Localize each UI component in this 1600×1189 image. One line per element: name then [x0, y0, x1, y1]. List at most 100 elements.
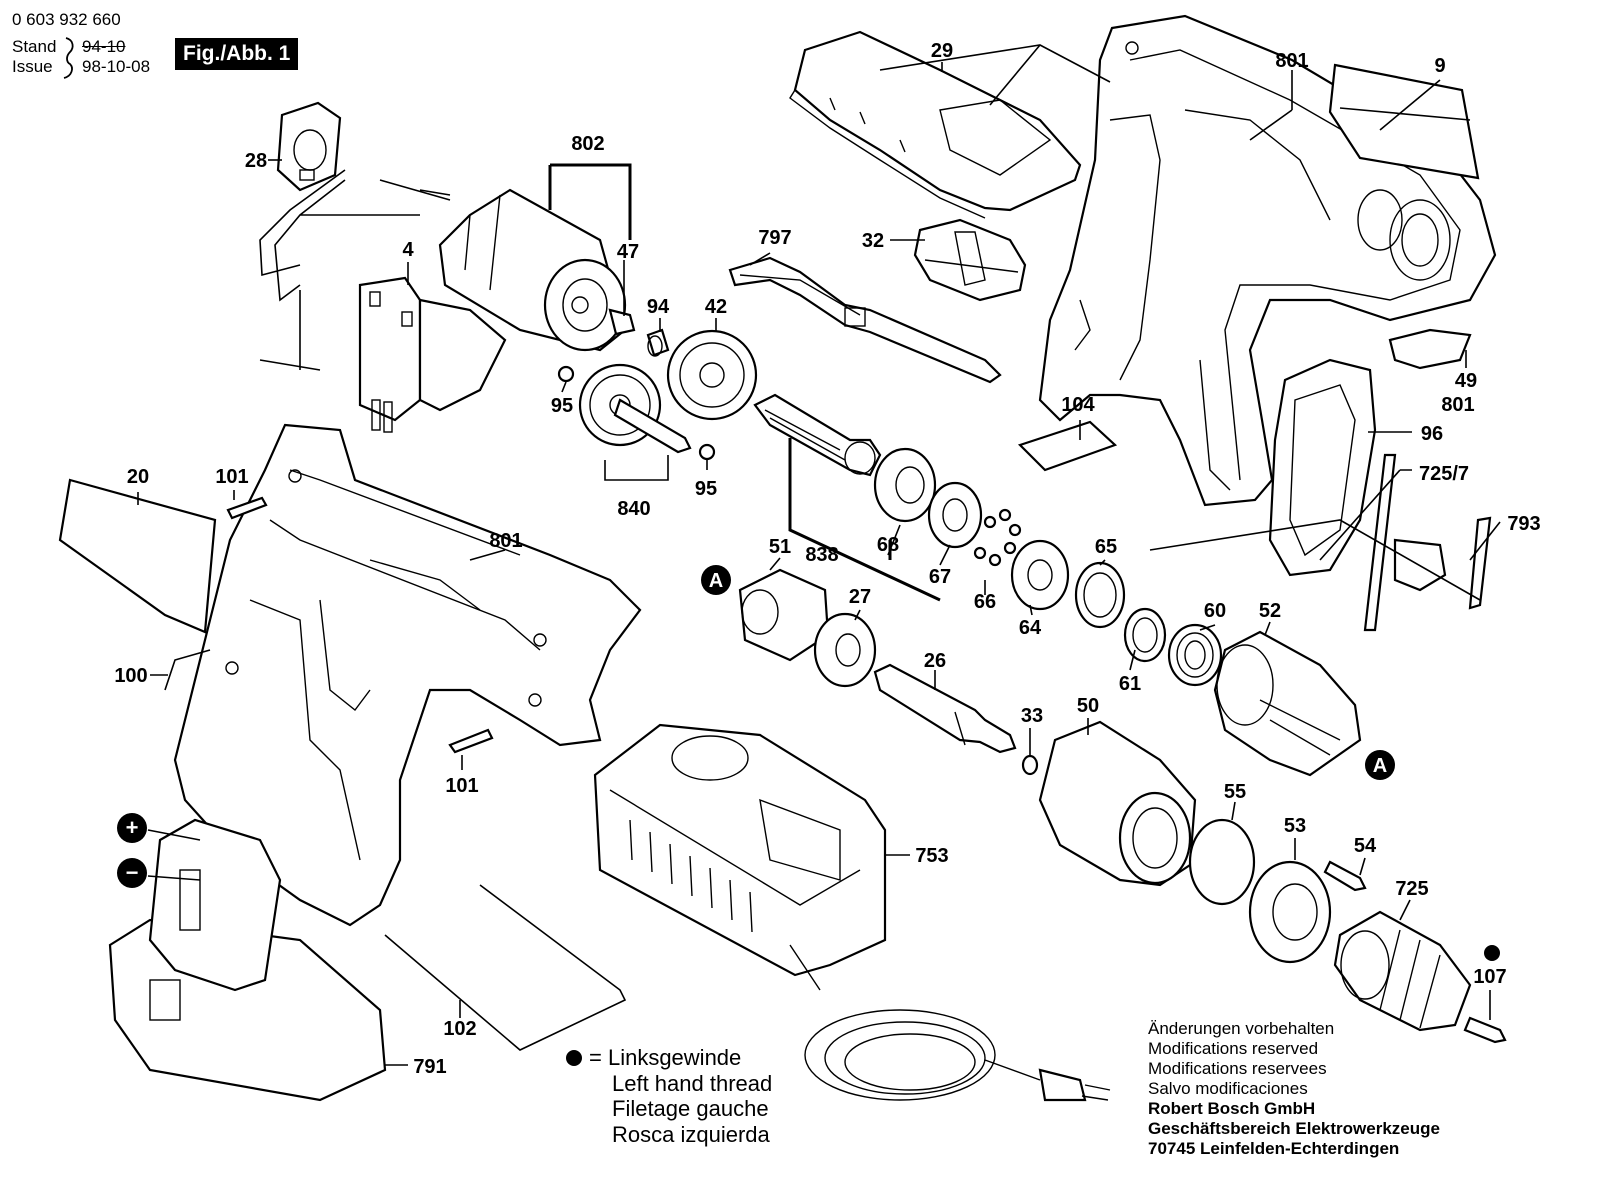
screw-54: [1323, 860, 1367, 892]
callout-102: 102: [443, 1018, 476, 1040]
chuck-725: [1333, 910, 1472, 1032]
callout-801-left: 801: [489, 530, 522, 552]
callout-52: 52: [1259, 600, 1281, 622]
switch-4: [358, 276, 507, 433]
callout-53: 53: [1284, 815, 1306, 837]
callout-55: 55: [1224, 781, 1246, 803]
leader-lines: [137, 44, 1501, 1066]
stand-value: 94-10: [82, 37, 126, 56]
balls-66: [973, 508, 1022, 567]
spindle-838: [753, 393, 882, 477]
callout-47: 47: [617, 241, 639, 263]
housing-left-half: [173, 423, 642, 927]
label-plate-9: [1328, 63, 1480, 180]
screw-101b: [448, 728, 494, 754]
callout-26: 26: [924, 650, 946, 672]
connector-28: [276, 101, 342, 192]
callout-42: 42: [705, 296, 727, 318]
motor-802: [438, 188, 636, 352]
callout-28: 28: [245, 150, 267, 172]
callout-96: 96: [1421, 423, 1443, 445]
gear-42: [666, 329, 758, 421]
shaft-26: [873, 663, 1017, 754]
bearing-27: [813, 612, 877, 688]
wire-102: [384, 884, 627, 1051]
callout-60: 60: [1204, 600, 1226, 622]
marker-a2: [1365, 750, 1395, 780]
notes-line-1: Änderungen vorbehalten: [1148, 1019, 1335, 1038]
issue-label: Issue: [12, 57, 53, 76]
left-thread-dot-icon: [1484, 945, 1500, 961]
legend-line-2: Left hand thread: [612, 1070, 773, 1096]
top-cover-29: [789, 30, 1082, 219]
callout-791: 791: [413, 1056, 446, 1078]
clip-55: [1188, 818, 1256, 906]
callout-29: 29: [931, 40, 953, 62]
bearing-68: [873, 447, 937, 523]
callout-65: 65: [1095, 536, 1117, 558]
plus-sign: +: [126, 815, 139, 840]
switch-slide-32: [913, 218, 1027, 302]
brace-icon: [63, 37, 74, 79]
callout-51: 51: [769, 536, 791, 558]
legend-line-4: Rosca izquierda: [612, 1121, 770, 1147]
callout-100: 100: [114, 665, 147, 687]
plus-icon: [117, 813, 147, 843]
ring-65: [1074, 561, 1126, 629]
legend-dot-icon: [566, 1050, 582, 1066]
part-number: 0 603 932 660: [12, 10, 121, 29]
plate-96: [1268, 358, 1377, 577]
label-20: [58, 478, 217, 634]
callout-840: 840: [617, 498, 650, 520]
callout-797: 797: [758, 227, 791, 249]
callout-32: 32: [862, 230, 884, 252]
callout-101-top: 101: [215, 466, 248, 488]
minus-sign: −: [126, 860, 139, 885]
gear-64: [1010, 539, 1070, 611]
callout-838: 838: [805, 544, 838, 566]
callout-802: 802: [571, 133, 604, 155]
callout-27: 27: [849, 586, 871, 608]
legend-line-3: Filetage gauche: [612, 1096, 769, 1121]
callout-753: 753: [915, 845, 948, 867]
callout-793: 793: [1507, 513, 1540, 535]
gear-housing-52: [1213, 630, 1362, 777]
sleeve-61: [1123, 607, 1167, 663]
battery-791: [108, 818, 387, 1102]
callout-49: 49: [1455, 370, 1477, 392]
notes-line-4: Salvo modificaciones: [1148, 1079, 1308, 1098]
callout-50: 50: [1077, 695, 1099, 717]
ring-33: [1021, 754, 1039, 776]
figure-label: Fig./Abb. 1: [175, 38, 299, 70]
callout-94: 94: [647, 296, 670, 318]
callout-725-7: 725/7: [1419, 463, 1469, 485]
callout-61: 61: [1119, 673, 1141, 695]
stand-label: Stand: [12, 37, 57, 56]
callout-54: 54: [1354, 835, 1377, 857]
sleeve-50: [1038, 720, 1197, 887]
notes-division: Geschäftsbereich Elektrowerkzeuge: [1148, 1119, 1440, 1138]
notes-address: 70745 Leinfelden-Echterdingen: [1148, 1139, 1400, 1158]
marker-a1-text: A: [709, 570, 723, 592]
callout-95-left: 95: [551, 395, 573, 417]
callout-66: 66: [974, 591, 996, 613]
callout-labels: 29 801 9 28 802 4 47 797 32 94 42 95 95 …: [114, 40, 1540, 1078]
notes-line-3: Modifications reservees: [1148, 1059, 1327, 1078]
power-cord: [789, 944, 1111, 1102]
notes-company: Robert Bosch GmbH: [1148, 1099, 1316, 1118]
callout-4: 4: [402, 239, 414, 261]
bit-793: [1468, 516, 1492, 610]
minus-icon: [117, 858, 147, 888]
marker-a2-text: A: [1373, 755, 1387, 777]
issue-value: 98-10-08: [82, 57, 151, 76]
wire-100: [164, 649, 211, 691]
callout-20: 20: [127, 466, 149, 488]
notes-block: Änderungen vorbehalten Modifications res…: [1148, 1019, 1440, 1159]
screw-101a: [226, 496, 268, 520]
screw-107: [1463, 1016, 1507, 1044]
callout-801-right: 801: [1441, 394, 1474, 416]
notes-line-2: Modifications reserved: [1148, 1039, 1319, 1058]
bearing-67: [927, 481, 983, 549]
washer-95b: [698, 443, 716, 461]
